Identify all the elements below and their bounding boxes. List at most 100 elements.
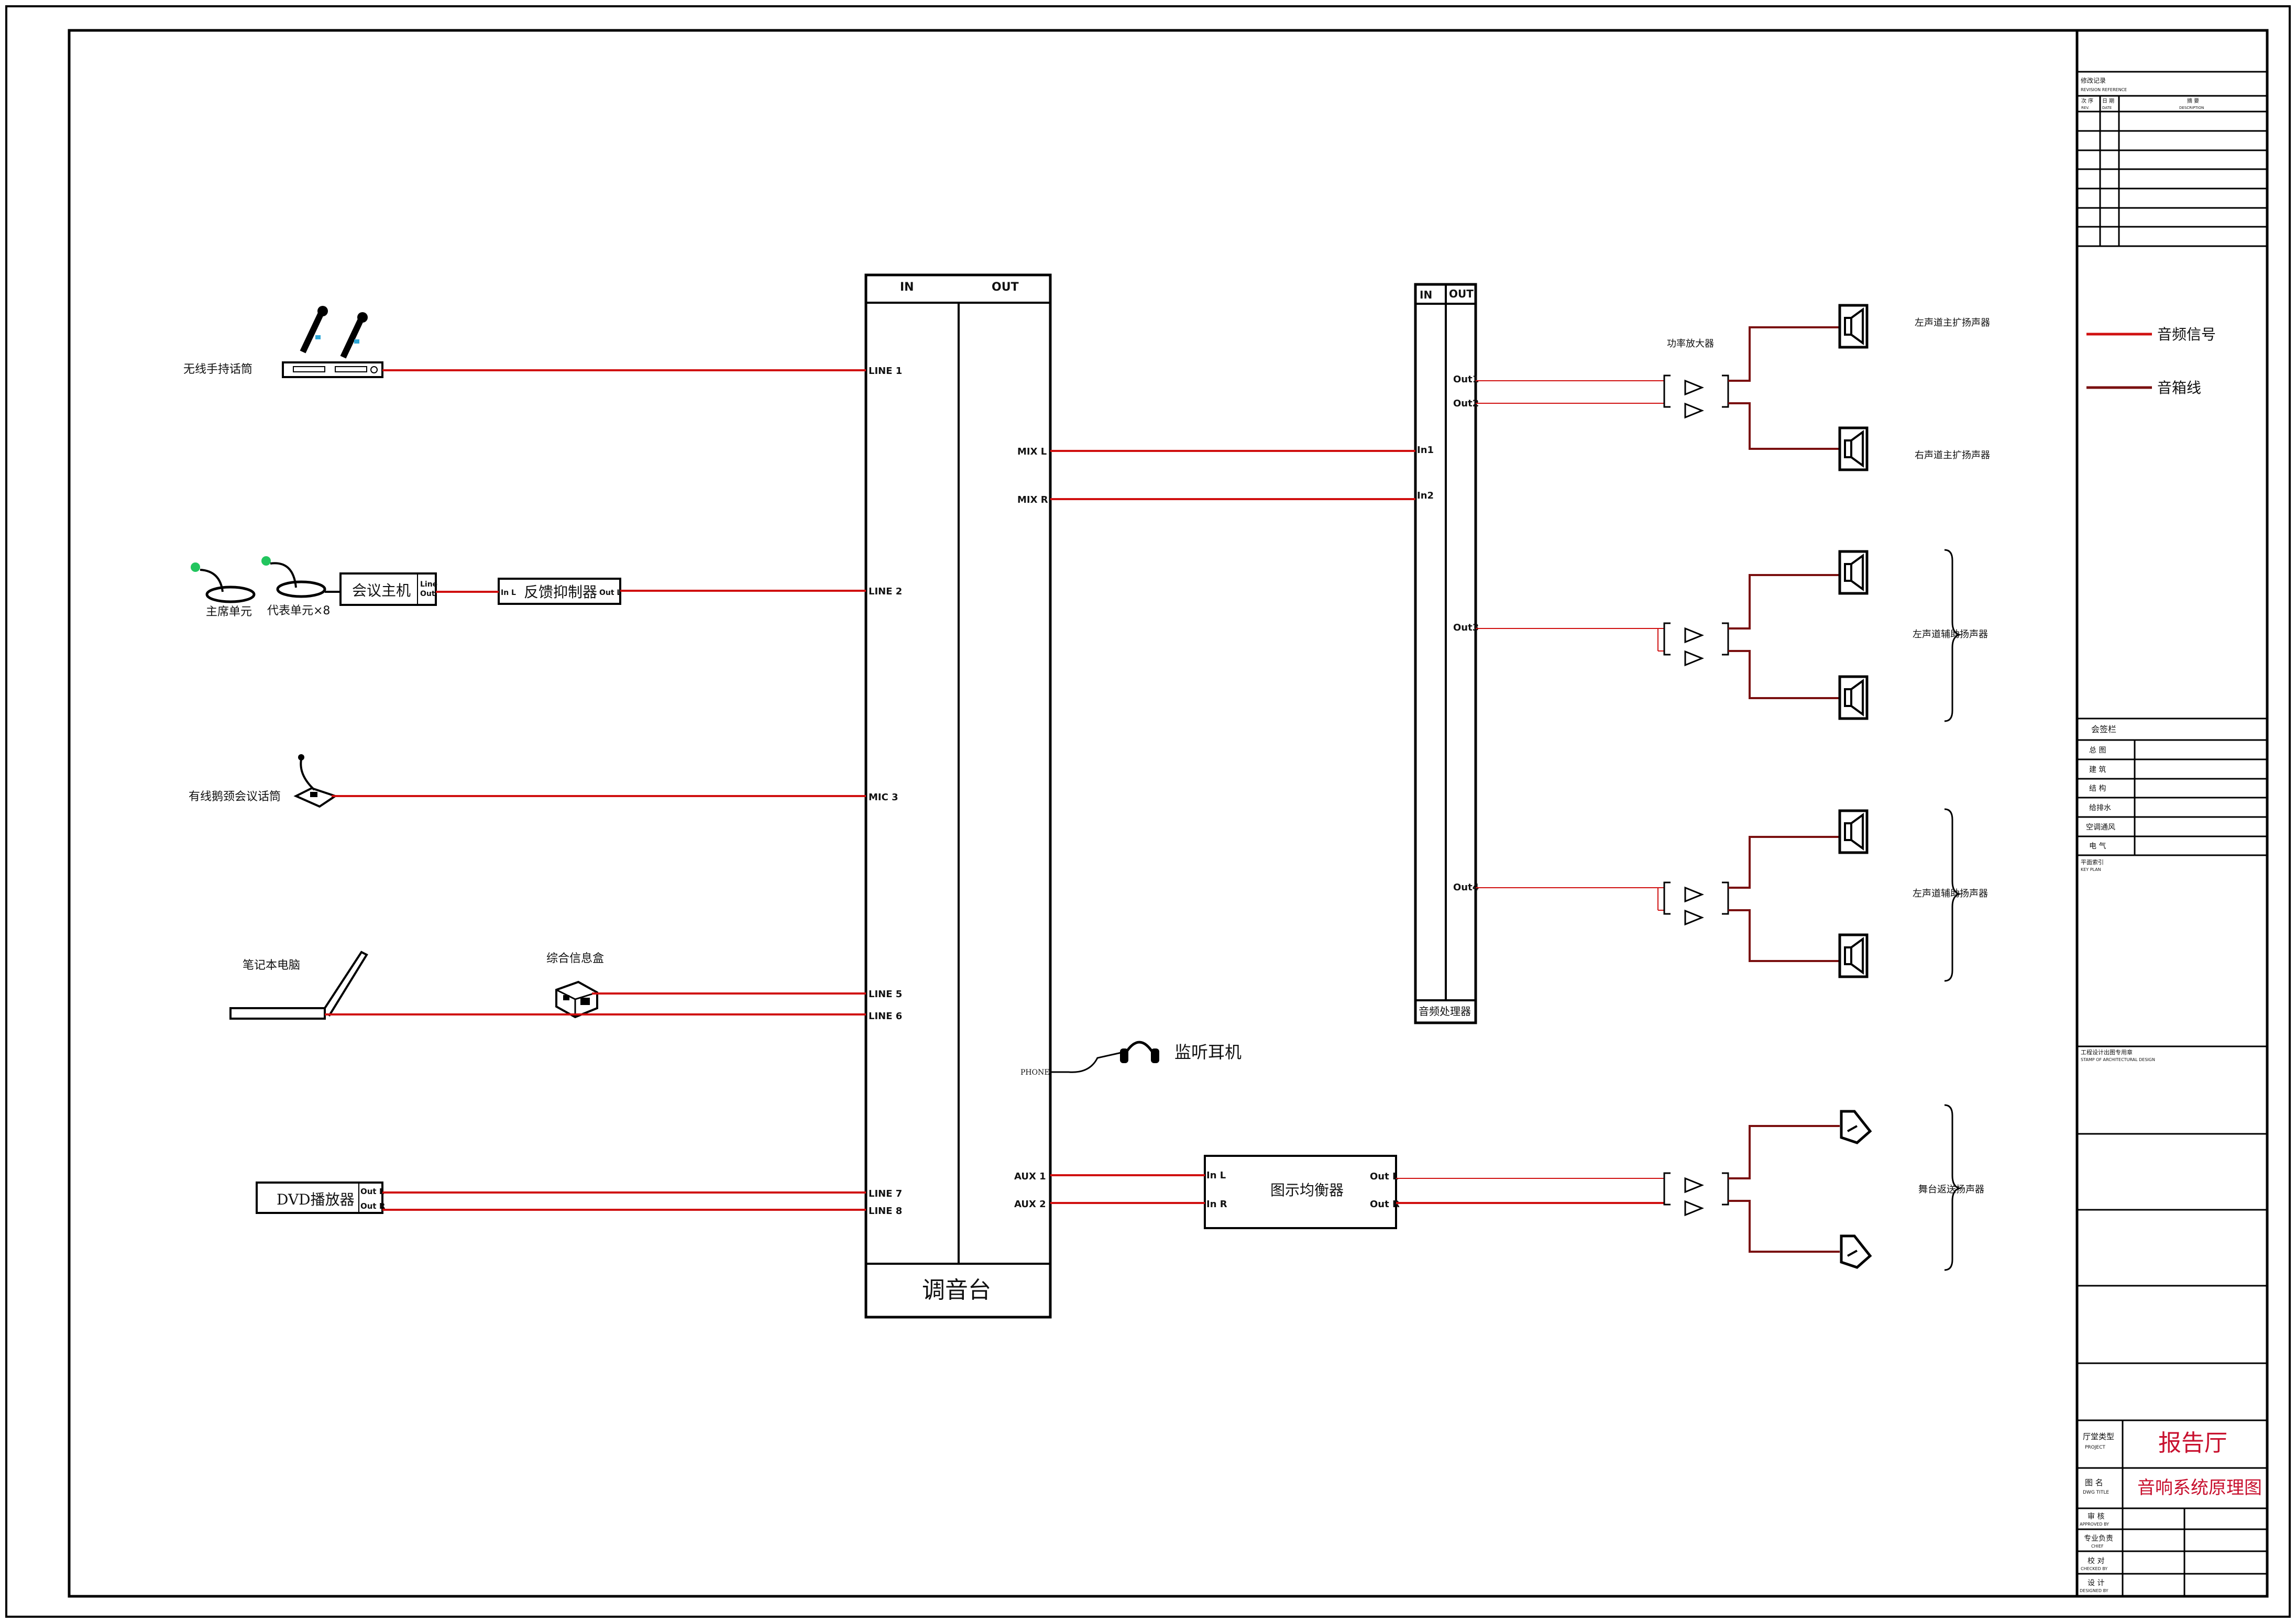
role-3-en: DESIGNED BY — [2080, 1588, 2108, 1593]
role-2: 校 对 — [2088, 1556, 2104, 1565]
speaker-right-main-icon — [1840, 428, 1867, 470]
amp-2 — [1663, 622, 1729, 666]
delegate-unit-label: 代表单元×8 — [267, 604, 330, 617]
port-aux1: AUX 1 — [1014, 1171, 1046, 1182]
legend-speaker-cable-label: 音箱线 — [2157, 379, 2201, 396]
dvd-player-label: DVD播放器 — [277, 1191, 355, 1208]
gooseneck-mic-label: 有线鹅颈会议话筒 — [189, 790, 281, 803]
rev-col1: 次 序 — [2081, 97, 2093, 104]
rev-col2-en: DATE — [2102, 106, 2112, 110]
role-2-en: CHECKED BY — [2081, 1566, 2107, 1571]
audio-signal-lines — [325, 369, 1664, 1211]
amp-4 — [1663, 1172, 1729, 1216]
speaker-left-aux2-label: 左声道辅助扬声器 — [1913, 888, 1988, 899]
role-1-en: CHIEF — [2091, 1544, 2104, 1549]
speaker-left-main-icon — [1840, 305, 1867, 347]
drawing-label: 图 名 — [2085, 1478, 2103, 1487]
port-phone: PHONE — [1020, 1068, 1050, 1077]
port-line1: LINE 1 — [869, 366, 902, 377]
host-line-label: Line — [420, 580, 437, 589]
port-line6: LINE 6 — [869, 1011, 902, 1022]
sign-title: 会签栏 — [2091, 724, 2116, 734]
dvd-player-box — [256, 1182, 383, 1214]
drawing-label-en: DWG TITLE — [2083, 1490, 2109, 1495]
host-out-label: Out — [420, 590, 435, 598]
proc-out1: Out1 — [1453, 374, 1479, 385]
speaker-left-aux1-b-icon — [1840, 677, 1867, 719]
delegate-unit-icon — [261, 556, 326, 598]
port-line7: LINE 7 — [869, 1188, 902, 1199]
role-3: 设 计 — [2088, 1579, 2104, 1587]
laptop-label: 笔记本电脑 — [243, 959, 300, 972]
speaker-left-aux2-b-icon — [1840, 935, 1867, 977]
speaker-left-aux1-label: 左声道辅助扬声器 — [1913, 629, 1988, 640]
stage-monitor-b-icon — [1840, 1234, 1872, 1269]
mixer-out-header: OUT — [992, 281, 1019, 294]
feedback-suppressor-label: 反馈抑制器 — [524, 583, 597, 601]
info-box-icon — [555, 980, 598, 1019]
suppressor-out-label: Out L — [599, 589, 621, 597]
role-1: 专业负责 — [2084, 1534, 2113, 1543]
gooseneck-mic-icon — [293, 754, 338, 808]
project-label-en: PROJECT — [2085, 1445, 2105, 1450]
info-box-label: 综合信息盒 — [546, 952, 604, 965]
port-mix-r: MIX R — [1017, 494, 1048, 505]
wireless-mic-label: 无线手持话筒 — [183, 363, 252, 376]
conference-host-box — [339, 572, 437, 606]
sheet-border — [5, 5, 2291, 1618]
project-value: 报告厅 — [2158, 1430, 2227, 1456]
speaker-left-main-label: 左声道主扩扬声器 — [1915, 317, 1990, 328]
speaker-left-aux2-a-icon — [1840, 811, 1867, 853]
rev-col2: 日 期 — [2102, 98, 2114, 104]
dvd-out-l-label: Out L — [360, 1187, 385, 1196]
port-mix-l: MIX L — [1017, 446, 1047, 457]
processor-out-header: OUT — [1449, 288, 1474, 300]
stage-monitor-a-icon — [1840, 1110, 1872, 1144]
proc-in2: In2 — [1417, 490, 1434, 501]
amp-1 — [1663, 374, 1729, 418]
mixer-label: 调音台 — [922, 1277, 991, 1304]
port-line5: LINE 5 — [869, 989, 902, 1000]
stage-monitor-label: 舞台返送扬声器 — [1918, 1184, 1984, 1195]
geq-out-r: Out R — [1370, 1199, 1400, 1210]
geq-in-l: In L — [1206, 1170, 1226, 1181]
rev-col3: 摘 要 — [2187, 97, 2199, 104]
geq-in-r: In R — [1206, 1199, 1227, 1210]
rev-col1-en: REV. — [2081, 106, 2089, 110]
sign-row-2: 结 构 — [2089, 785, 2106, 793]
geq-out-l: Out L — [1370, 1171, 1398, 1182]
wireless-mic-icon — [282, 306, 383, 378]
sign-row-0: 总 图 — [2089, 746, 2106, 755]
sign-row-1: 建 筑 — [2089, 766, 2106, 774]
headphones-icon — [1120, 1041, 1159, 1063]
proc-out3: Out3 — [1453, 622, 1479, 633]
key-plan-en: KEY PLAN — [2081, 867, 2101, 872]
conference-host-label: 会议主机 — [352, 582, 411, 599]
role-0-en: APPROVED BY — [2080, 1522, 2109, 1527]
project-label: 厅堂类型 — [2083, 1432, 2114, 1441]
chairman-unit-label: 主席单元 — [206, 605, 252, 619]
speaker-left-aux1-a-icon — [1840, 551, 1867, 593]
port-line8: LINE 8 — [869, 1206, 902, 1217]
port-mic3: MIC 3 — [869, 792, 898, 803]
processor-in-header: IN — [1420, 289, 1432, 301]
revision-title-en: REVISION REFERENCE — [2081, 87, 2127, 92]
chairman-unit-icon — [191, 562, 256, 603]
revision-title: 修改记录 — [2081, 76, 2106, 84]
stamp-en: STAMP OF ARCHITECTURAL DESIGN — [2081, 1057, 2155, 1062]
role-0: 审 核 — [2088, 1512, 2104, 1521]
sign-row-3: 给排水 — [2089, 804, 2111, 812]
proc-out2: Out2 — [1453, 398, 1479, 409]
drawing-value: 音响系统原理图 — [2137, 1477, 2262, 1498]
stamp-label: 工程设计出图专用章 — [2081, 1048, 2133, 1056]
title-block — [2075, 30, 2267, 1596]
speaker-cable-lines — [1728, 326, 1840, 1253]
monitor-headphones-label: 监听耳机 — [1174, 1042, 1242, 1062]
graphic-eq-label: 图示均衡器 — [1270, 1182, 1344, 1199]
port-line2: LINE 2 — [869, 586, 902, 597]
proc-in1: In1 — [1417, 445, 1434, 456]
laptop-icon — [229, 951, 368, 1020]
audio-processor — [1414, 283, 1477, 1024]
legend-audio-signal-label: 音频信号 — [2157, 326, 2216, 343]
